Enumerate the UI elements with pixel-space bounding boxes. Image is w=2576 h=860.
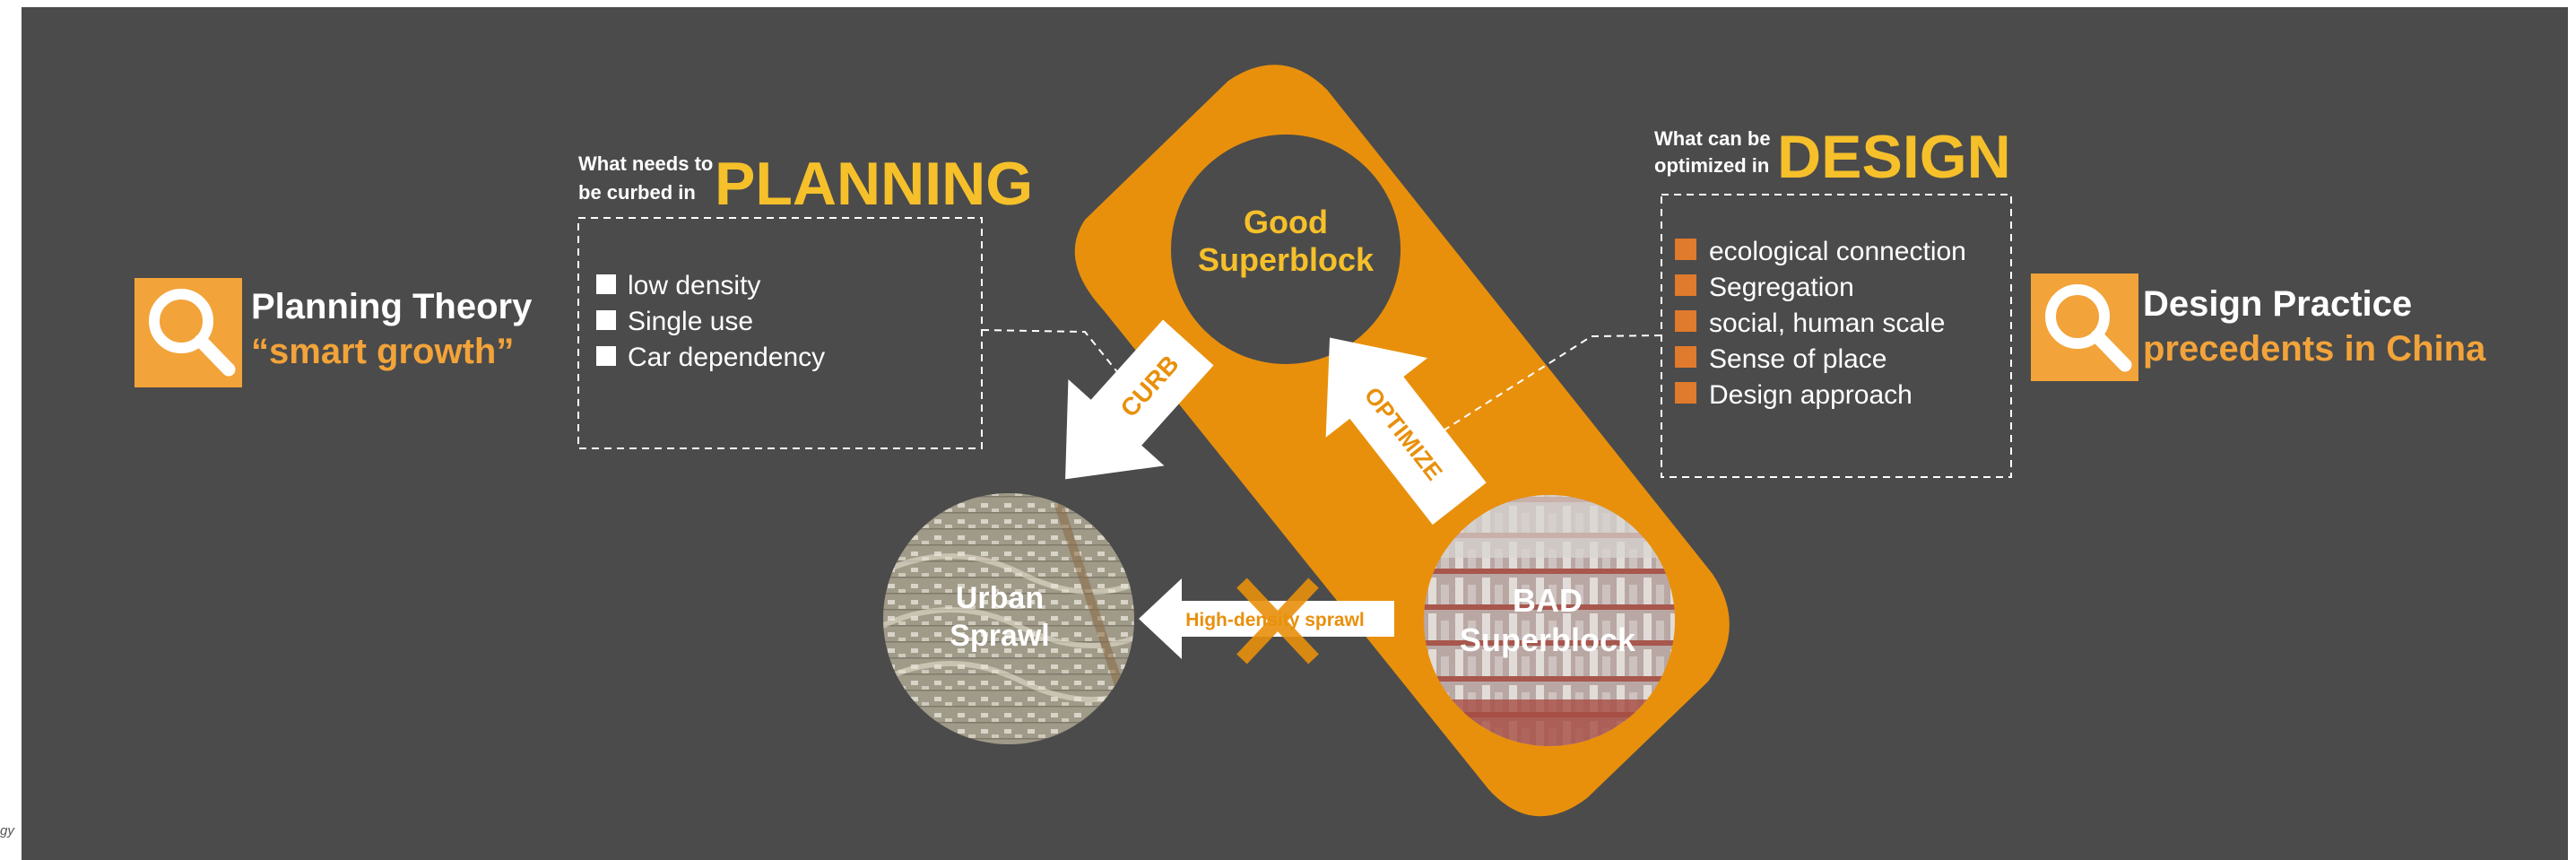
bullet-square (1675, 382, 1696, 404)
planning-theory-title: Planning Theory (251, 287, 533, 326)
planning-list: low density Single use Car dependency (596, 271, 825, 372)
list-item: Sense of place (1709, 344, 1886, 374)
design-prefix-2: optimized in (1654, 154, 1769, 177)
list-item: Design approach (1709, 380, 1912, 410)
design-prefix-1: What can be (1654, 127, 1771, 150)
good-superblock-label-2: Superblock (1198, 241, 1375, 278)
cross-mark-icon (1236, 578, 1319, 665)
urban-sprawl-label-2: Sprawl (950, 619, 1049, 653)
bad-superblock-label: BAD (1513, 582, 1583, 619)
design-practice-title: Design Practice (2143, 284, 2412, 324)
planning-heading: PLANNING (715, 150, 1033, 218)
planning-prefix-1: What needs to (578, 152, 713, 175)
good-superblock-label: Good (1244, 204, 1328, 240)
design-heading: DESIGN (1777, 123, 2011, 191)
list-item: Single use (628, 307, 753, 336)
planning-theory-icon (134, 278, 242, 387)
high-density-sprawl-arrow: High-density sprawl (1139, 578, 1394, 665)
bullet-square (1675, 310, 1696, 332)
list-item: social, human scale (1709, 308, 1945, 338)
bullet-square (1675, 346, 1696, 368)
planning-prefix-2: be curbed in (578, 181, 696, 204)
list-item: low density (628, 271, 760, 300)
design-list: ecological connection Segregation social… (1675, 237, 1966, 410)
design-dashed-box (1661, 194, 2012, 478)
checkbox-single-use (596, 310, 616, 330)
list-item: ecological connection (1709, 237, 1966, 266)
bullet-square (1675, 239, 1696, 260)
checkbox-car-dependency (596, 346, 616, 366)
list-item: Car dependency (628, 343, 825, 372)
curb-arrow: CURB (1065, 319, 1214, 480)
urban-sprawl-label: Urban (956, 581, 1044, 615)
corner-text: gy (0, 823, 14, 838)
good-superblock-circle (1171, 135, 1401, 364)
planning-connector (981, 329, 1131, 388)
design-practice-subtitle: precedents in China (2143, 329, 2486, 369)
bad-superblock-label-2: Superblock (1460, 621, 1636, 658)
checkbox-low-density (596, 274, 616, 294)
design-practice-icon (2031, 274, 2138, 381)
list-item: Segregation (1709, 273, 1854, 302)
planning-dashed-box (577, 217, 983, 449)
bullet-square (1675, 274, 1696, 296)
planning-theory-subtitle: “smart growth” (251, 332, 514, 371)
